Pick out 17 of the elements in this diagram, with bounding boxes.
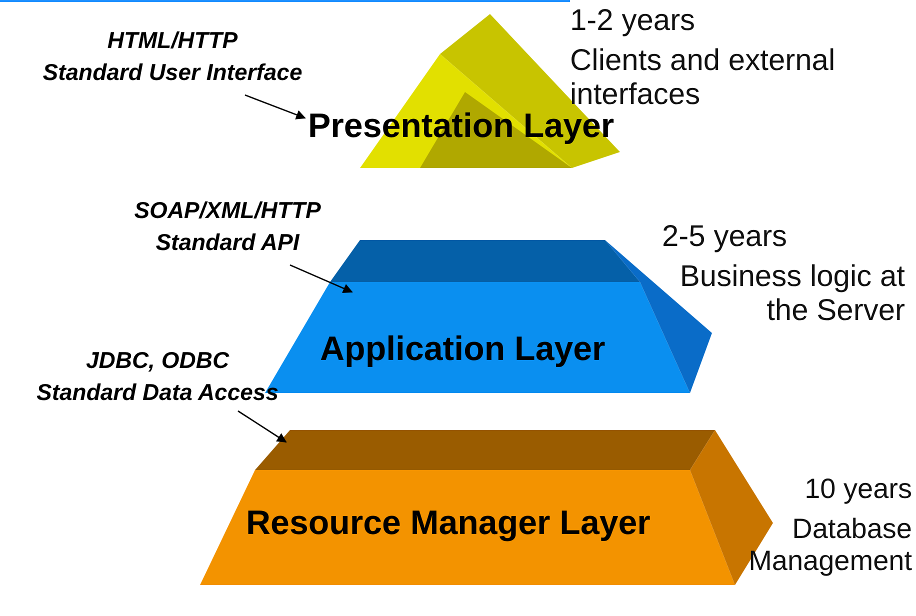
description-text: Database Management [748,513,912,577]
description-text: Business logic at the Server [678,260,905,328]
lifetime-text: 1-2 years [570,4,696,38]
lifetime-text: 2-5 years [662,220,788,254]
annotation-text: JDBC, ODBC [84,346,230,375]
annotation-text: SOAP/XML/HTTP [133,196,322,225]
arrow [238,410,287,443]
arrow [290,264,353,293]
layer-title: Resource Manager Layer [246,504,650,543]
annotation-text: Standard User Interface [42,58,304,87]
layer-title: Application Layer [320,330,606,369]
annotation-text: Standard Data Access [35,378,280,407]
description-text: Clients and external interfaces [570,44,836,112]
annotation-text: Standard API [154,228,301,257]
annotation-text: HTML/HTTP [106,26,239,55]
arrow [244,94,306,120]
lifetime-text: 10 years [804,473,912,505]
